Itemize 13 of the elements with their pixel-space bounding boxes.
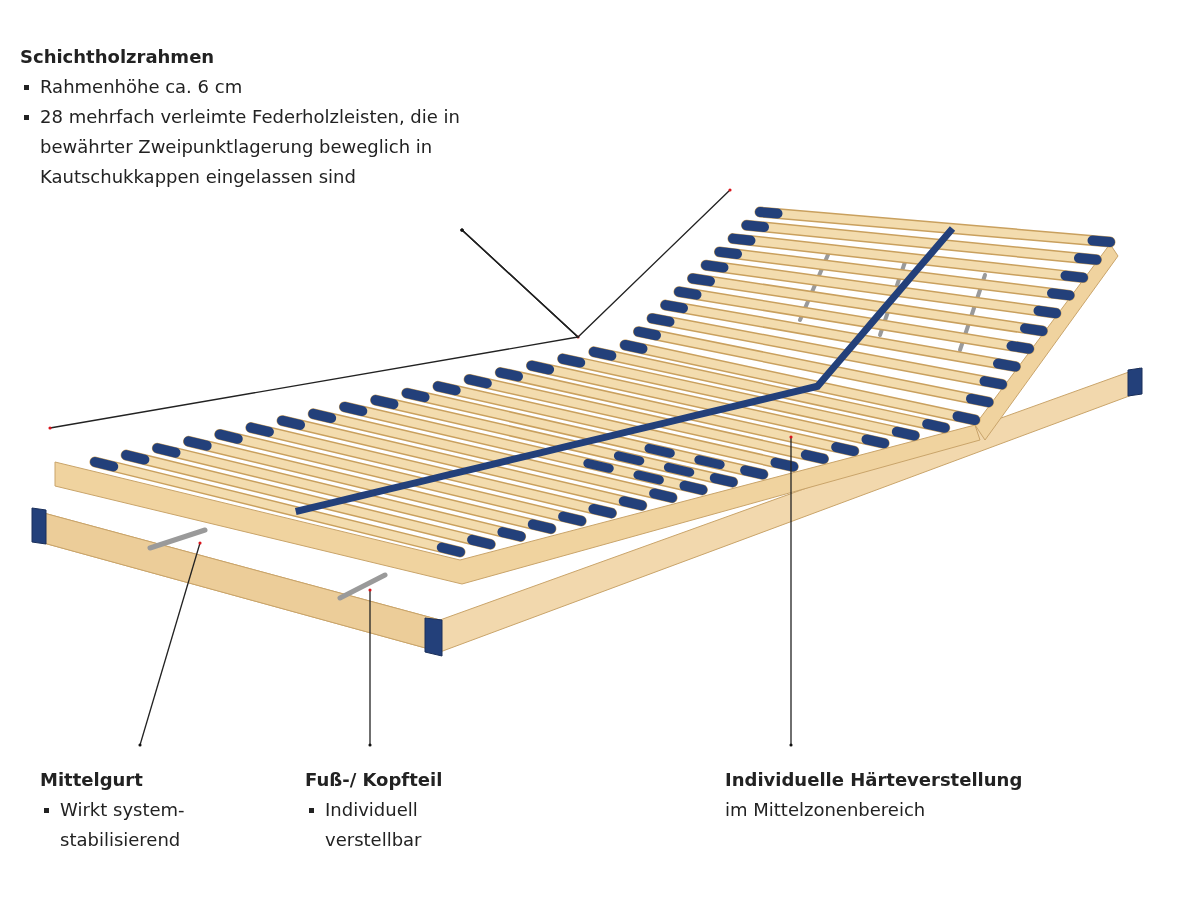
callout-heading: Mittelgurt bbox=[40, 768, 144, 792]
leader-line bbox=[368, 588, 372, 747]
callout-heading: Schichtholzrahmen bbox=[20, 45, 216, 69]
callout-heading: Individuelle Härteverstellung bbox=[725, 768, 1024, 792]
bullet-item: Individuell verstellbar bbox=[305, 795, 485, 855]
bullet-item: 28 mehrfach verleimte Federholzleisten, die in bewährter Zweipunktlagerung beweglich in Kautschukkappen eingelassen sind bbox=[20, 102, 465, 192]
leader-line bbox=[138, 541, 202, 747]
leader-line bbox=[48, 228, 580, 430]
callout-heading: Fuß-/ Kopfteil bbox=[305, 768, 444, 792]
leader-line bbox=[789, 435, 793, 747]
bullet-item: Rahmenhöhe ca. 6 cm bbox=[20, 72, 465, 102]
callout-text: im Mittelzonenbereich bbox=[725, 798, 927, 822]
bullet-item: Wirkt system- stabilisierend bbox=[40, 795, 240, 855]
